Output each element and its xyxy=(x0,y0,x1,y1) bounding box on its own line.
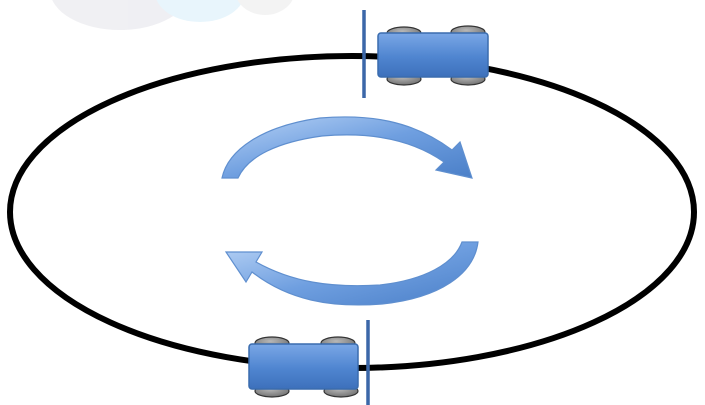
watermark xyxy=(52,0,293,30)
bottom-car xyxy=(248,320,370,405)
bottom-car-body xyxy=(248,343,359,390)
watermark-shape-mid xyxy=(156,0,244,22)
top-car xyxy=(362,10,489,98)
rotation-arrows xyxy=(221,116,479,306)
oval-track xyxy=(7,53,697,371)
watermark-shape-left xyxy=(52,0,188,30)
watermark-shape-right xyxy=(237,0,293,15)
lower-curved-arrow xyxy=(224,241,479,306)
top-car-body xyxy=(377,32,489,78)
upper-curved-arrow xyxy=(221,116,473,179)
